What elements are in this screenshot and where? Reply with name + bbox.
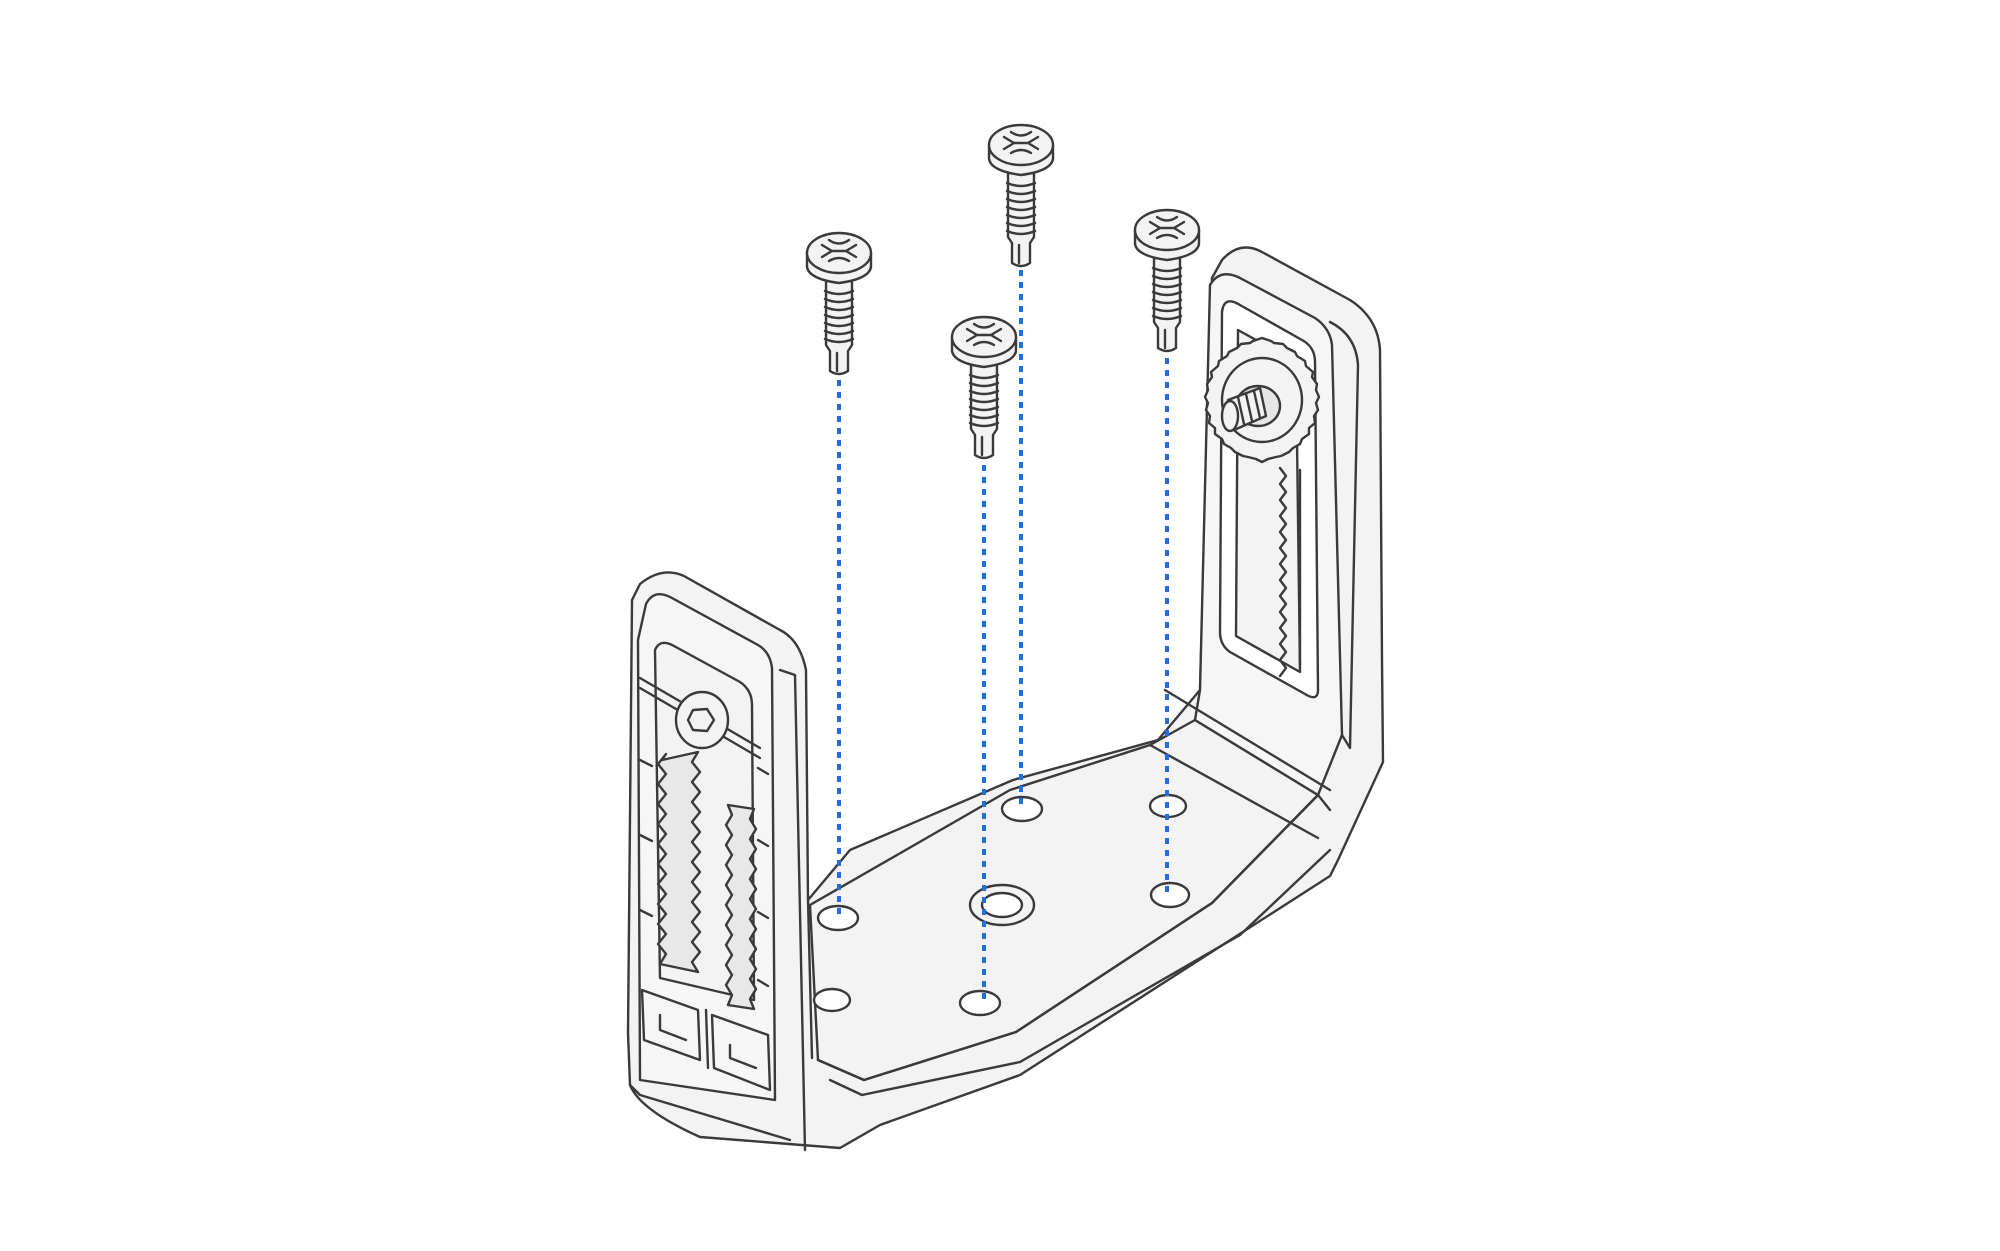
guide-lines (837, 270, 1169, 1005)
bracket-left-tick-marks (638, 758, 770, 988)
mounting-hole-6 (958, 989, 1002, 1017)
screw-icon (1133, 208, 1201, 353)
bracket-left-serration-2 (724, 803, 758, 1011)
bracket-left-serration-1 (656, 750, 702, 974)
bracket-base-bottom-edge (828, 848, 1332, 1097)
screw-icon (950, 315, 1018, 460)
mounting-hole-1 (816, 904, 860, 932)
screws (805, 123, 1201, 460)
center-boss-inner (980, 891, 1024, 919)
bracket-right-bend-line (1148, 743, 1320, 840)
threaded-stud-icon (1220, 386, 1268, 433)
bracket-left-divider (704, 1008, 710, 1070)
bracket-left-foot-notch (658, 1013, 758, 1070)
bracket-left-foot-cutout-2 (710, 1013, 772, 1092)
bracket-left-bend-line (806, 898, 814, 1060)
screw-icon (987, 123, 1055, 268)
bracket-right-bend-line-2 (1163, 688, 1332, 792)
bracket-left-bottom-edge (628, 1083, 792, 1142)
mounting-hole-3 (1000, 795, 1044, 823)
bracket-left-arm-inner-edge (778, 668, 807, 1152)
mounting-hole-5 (1149, 881, 1191, 909)
bracket-right-arm-edge (1328, 320, 1360, 750)
bracket-right-serration (1278, 466, 1288, 678)
mounting-bracket (626, 246, 1385, 1152)
bracket-base-front-edge (816, 793, 1332, 1082)
mounting-hole-2 (812, 987, 852, 1013)
screw-icon (805, 231, 873, 376)
bracket-left-foot-cutout-1 (640, 988, 702, 1062)
hex-bolt-icon (674, 690, 730, 750)
